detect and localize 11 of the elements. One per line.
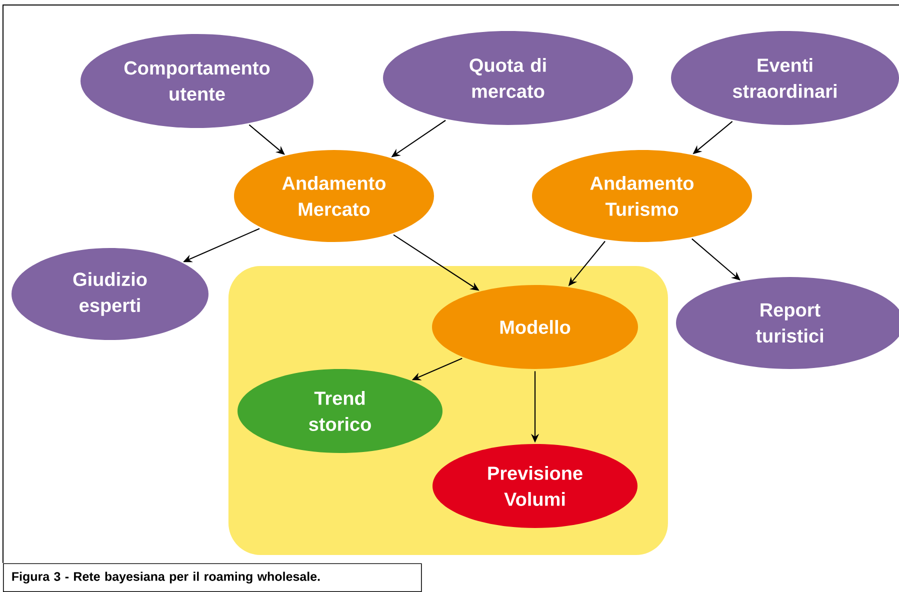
ellipse-node: Eventi straordinari	[671, 31, 899, 125]
ellipse-node: Comportamento utente	[80, 34, 314, 128]
ellipse-node: Trend storico	[238, 369, 442, 453]
arrow	[248, 124, 285, 155]
ellipse-node: Quota di mercato	[383, 31, 633, 125]
ellipse-node: Andamento Mercato	[234, 150, 434, 242]
ellipse-node: Previsione Volumi	[432, 444, 638, 528]
figure-caption: Figura 3 - Rete bayesiana per il roaming wholesale.	[3, 563, 422, 592]
ellipse-node: Giudizio esperti	[12, 248, 208, 340]
ellipse-node: Andamento Turismo	[532, 150, 752, 242]
ellipse-node: Modello	[432, 285, 638, 369]
